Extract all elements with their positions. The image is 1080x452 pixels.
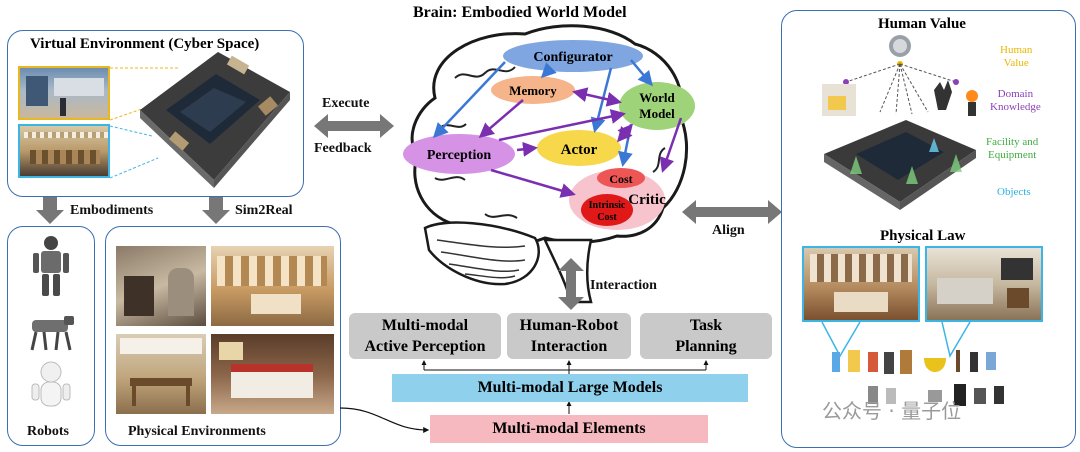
feedback-label: Feedback	[314, 141, 372, 156]
legend-human-value-2: Value	[1003, 57, 1029, 69]
perception-text: Perception	[427, 148, 491, 163]
physical-law-bedroom-photo	[925, 246, 1043, 322]
right-panel	[781, 10, 1076, 448]
intrinsic-cost-text-1: Intrinsic	[589, 200, 626, 211]
active-perception-line-1: Multi-modal	[381, 317, 469, 334]
legend-facility-equipment: Facility and Equipment	[986, 136, 1038, 162]
physical-environments-label: Physical Environments	[128, 424, 266, 439]
brain-title: Brain: Embodied World Model	[413, 4, 627, 21]
household-objects-row	[832, 350, 1004, 406]
align-arrow	[682, 200, 782, 224]
world-model-node	[619, 82, 695, 130]
legend-domain-knowledge: Domain Knowledge	[990, 88, 1041, 114]
intrinsic-cost-text-2: Cost	[597, 212, 617, 223]
align-label: Align	[712, 223, 745, 238]
world-model-text-2: Model	[639, 106, 675, 121]
brain-diagram: Configurator Memory World Model Percepti…	[403, 24, 695, 304]
quadruped-robot-image	[30, 316, 74, 351]
task-planning-line-1: Task	[689, 317, 723, 334]
legend-facility-2: Equipment	[987, 149, 1037, 161]
interaction-arrow	[558, 258, 584, 310]
human-robot-interaction-box: Human-Robot Interaction	[507, 313, 631, 359]
legend-facility-1: Facility and	[986, 136, 1039, 148]
virtual-environment-title: Virtual Environment (Cyber Space)	[30, 36, 260, 52]
execute-feedback-arrow	[314, 114, 394, 138]
memory-node	[491, 76, 575, 104]
active-perception-box: Multi-modal Active Perception	[349, 313, 501, 359]
legend-human-value: Human Value	[1000, 44, 1032, 70]
embodiments-label: Embodiments	[70, 203, 154, 218]
cost-node	[597, 168, 645, 188]
actor-node	[537, 130, 621, 166]
world-model-text-1: World	[639, 90, 675, 105]
physical-env-photo-study	[116, 246, 206, 326]
task-planning-box: Task Planning	[640, 313, 772, 359]
multimodal-large-models-bar: Multi-modal Large Models	[392, 374, 748, 402]
physical-env-photo-dining	[116, 334, 206, 414]
multimodal-elements-bar: Multi-modal Elements	[430, 415, 708, 443]
intrinsic-cost-node	[581, 194, 633, 226]
humanoid-robot-image	[33, 236, 69, 296]
robots-label: Robots	[27, 424, 70, 439]
legend-objects: Objects	[997, 186, 1031, 198]
critic-text: Critic	[628, 192, 666, 208]
physical-law-title: Physical Law	[880, 228, 966, 244]
virtual-office-photo	[18, 66, 110, 120]
cost-text: Cost	[609, 172, 632, 186]
physical-env-photo-bedroom	[211, 334, 334, 414]
virtual-floorplan-3d	[110, 52, 290, 188]
hri-line-1: Human-Robot	[519, 317, 619, 334]
legend-human-value-1: Human	[1000, 44, 1033, 56]
memory-text: Memory	[509, 83, 557, 98]
physical-env-photo-store	[211, 246, 334, 326]
actor-text: Actor	[561, 142, 598, 158]
active-perception-line-2: Active Perception	[364, 338, 486, 355]
human-value-hierarchy	[822, 35, 978, 210]
perception-node	[403, 134, 515, 174]
embodiments-arrow	[36, 197, 64, 224]
physical-law-store-photo	[802, 246, 920, 322]
model-to-capability-connectors	[340, 360, 709, 433]
legend-domain-2: Knowledge	[990, 101, 1041, 113]
cerebellum	[423, 221, 540, 286]
sim2real-arrow	[202, 197, 230, 224]
hri-line-2: Interaction	[530, 338, 608, 355]
execute-label: Execute	[322, 96, 370, 111]
service-robot-image	[31, 361, 71, 407]
task-planning-line-2: Planning	[675, 338, 737, 355]
watermark-text: 公众号 · 量子位	[822, 399, 962, 423]
configurator-node	[503, 40, 643, 72]
legend-domain-1: Domain	[997, 88, 1034, 100]
human-value-title: Human Value	[878, 16, 966, 32]
virtual-library-photo	[18, 124, 110, 178]
configurator-text: Configurator	[533, 50, 612, 65]
sim2real-label: Sim2Real	[235, 203, 293, 218]
interaction-label: Interaction	[590, 278, 657, 293]
